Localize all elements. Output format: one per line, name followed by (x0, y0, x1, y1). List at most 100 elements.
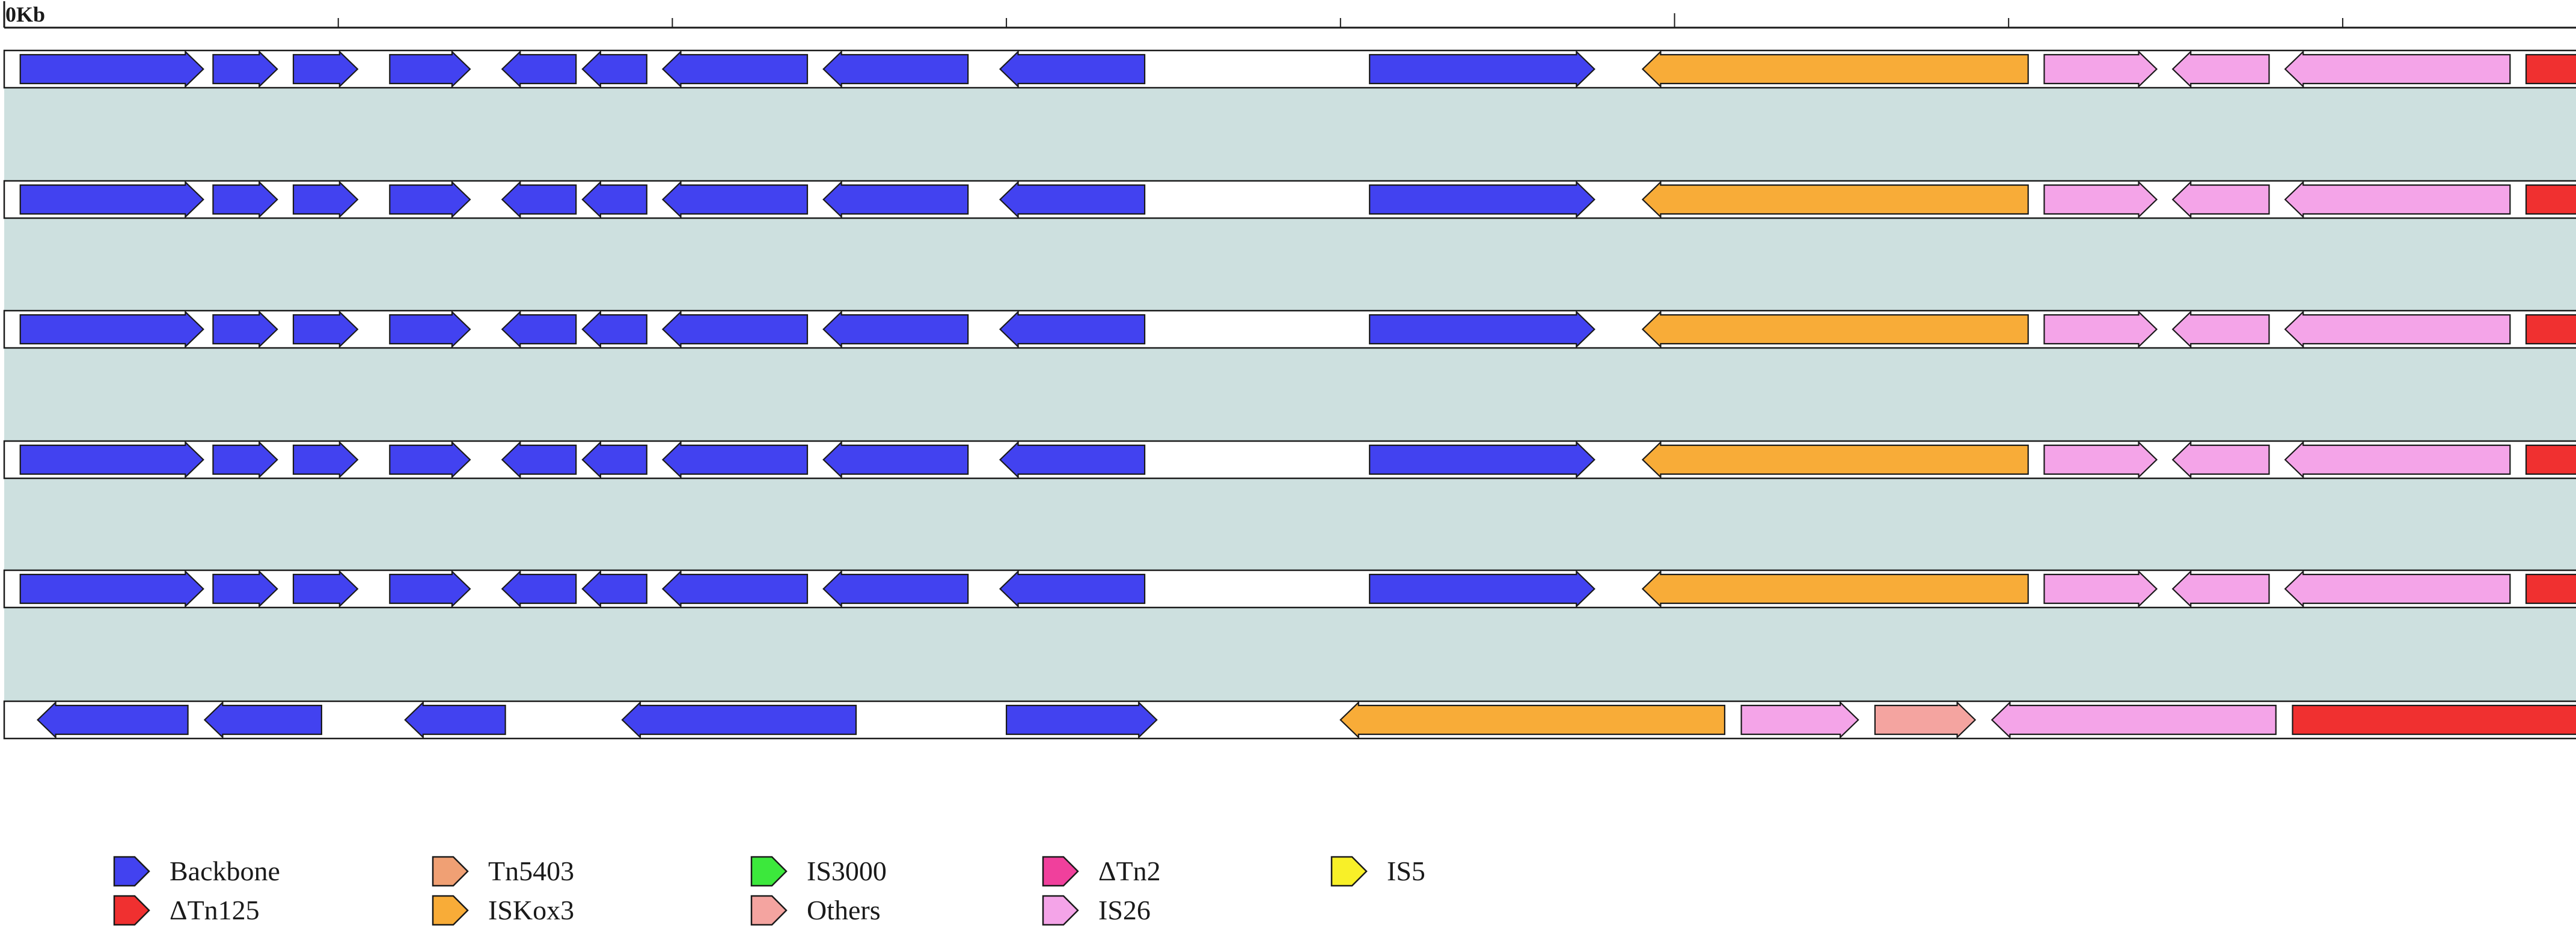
gene-arrow (292, 440, 359, 479)
gene-arrow (1990, 701, 2277, 739)
legend-swatch (1042, 895, 1079, 926)
gene-arrow (1369, 310, 1595, 349)
gene-arrow (822, 570, 969, 608)
legend-swatch (432, 895, 469, 926)
gene-arrow (1641, 180, 2029, 219)
gene-arrow (2525, 314, 2576, 345)
gene-arrow (2171, 50, 2270, 88)
gene-arrow (19, 50, 204, 88)
legend-swatch (1330, 856, 1368, 887)
gene-arrow (2043, 50, 2158, 88)
gene-arrow (999, 310, 1146, 349)
gene-arrow (2284, 440, 2511, 479)
gene-arrow (292, 310, 359, 349)
gene-arrow (1369, 180, 1595, 219)
gene-arrow (2284, 180, 2511, 219)
gene-arrow (1641, 570, 2029, 608)
gene-arrow (501, 50, 577, 88)
gene-arrow (822, 440, 969, 479)
gene-arrow (2171, 180, 2270, 219)
legend-label: IS5 (1387, 856, 1425, 886)
gene-arrow (389, 310, 471, 349)
gene-arrow (1740, 701, 1859, 739)
gene-arrow (2284, 50, 2511, 88)
gene-arrow (661, 180, 809, 219)
plasmid-track-1 (3, 49, 2576, 89)
gene-arrow (19, 440, 204, 479)
gene-arrow (581, 570, 647, 608)
gene-arrow (999, 180, 1146, 219)
gene-arrow (2171, 310, 2270, 349)
gene-arrow (2292, 704, 2576, 736)
gene-arrow (822, 310, 969, 349)
gene-arrow (212, 440, 278, 479)
gene-arrow (212, 310, 278, 349)
gene-arrow (37, 701, 189, 739)
gene-arrow (19, 310, 204, 349)
gene-arrow (212, 570, 278, 608)
gene-arrow (1641, 310, 2029, 349)
gene-arrow (999, 50, 1146, 88)
gene-arrow (1339, 701, 1725, 739)
plasmid-track-6 (3, 700, 2576, 740)
gene-arrow (621, 701, 857, 739)
gene-arrow (581, 180, 647, 219)
gene-arrow (661, 50, 809, 88)
gene-arrow (501, 310, 577, 349)
gene-arrow (2043, 180, 2158, 219)
plasmid-tracks (3, 49, 2576, 740)
homology-band-2 (4, 218, 2576, 311)
gene-arrow (19, 180, 204, 219)
legend-swatch (1042, 856, 1079, 887)
gene-arrow (389, 440, 471, 479)
gene-arrow (2525, 444, 2576, 475)
gene-arrow (501, 180, 577, 219)
gene-arrow (1874, 701, 1977, 739)
gene-arrow (389, 180, 471, 219)
legend-swatch (432, 856, 469, 887)
gene-arrow (2525, 184, 2576, 215)
legend: BackboneΔTn125Tn5403ISKox3IS3000OthersΔT… (113, 856, 1425, 926)
plasmid-track-5 (3, 569, 2576, 609)
gene-arrow (203, 701, 323, 739)
gene-arrow (212, 180, 278, 219)
gene-arrow (999, 440, 1146, 479)
gene-arrow (581, 50, 647, 88)
legend-label: IS26 (1098, 895, 1151, 925)
legend-label: Tn5403 (488, 856, 574, 886)
gene-arrow (661, 310, 809, 349)
plasmid-track-3 (3, 309, 2576, 349)
gene-arrow (292, 180, 359, 219)
gene-arrow (999, 570, 1146, 608)
legend-label: ΔTn2 (1098, 856, 1161, 886)
gene-arrow (389, 570, 471, 608)
gene-arrow (661, 570, 809, 608)
gene-arrow (501, 440, 577, 479)
gene-arrow (212, 50, 278, 88)
gene-arrow (1369, 570, 1595, 608)
legend-swatch (750, 895, 788, 926)
gene-arrow (2043, 310, 2158, 349)
gene-arrow (389, 50, 471, 88)
gene-arrow (1369, 50, 1595, 88)
gene-arrow (1005, 701, 1158, 739)
legend-label: ΔTn125 (170, 895, 260, 925)
legend-label: ISKox3 (488, 895, 574, 925)
gene-arrow (2525, 573, 2576, 605)
gene-arrow (19, 570, 204, 608)
gene-arrow (501, 570, 577, 608)
gene-arrow (292, 50, 359, 88)
homology-band-4a (4, 478, 2576, 570)
plasmid-track-2 (3, 180, 2576, 219)
scale-axis: 0Kb10Kb20Kb30Kb40Kb (3, 1, 2576, 29)
gene-arrow (2043, 570, 2158, 608)
legend-label: IS3000 (807, 856, 887, 886)
gene-arrow (661, 440, 809, 479)
legend-swatch (750, 856, 788, 887)
gene-arrow (2284, 310, 2511, 349)
homology-band-5a (4, 608, 2576, 701)
axis-tick-label: 0Kb (5, 2, 45, 26)
legend-swatch (113, 856, 150, 887)
gene-arrow (2171, 570, 2270, 608)
